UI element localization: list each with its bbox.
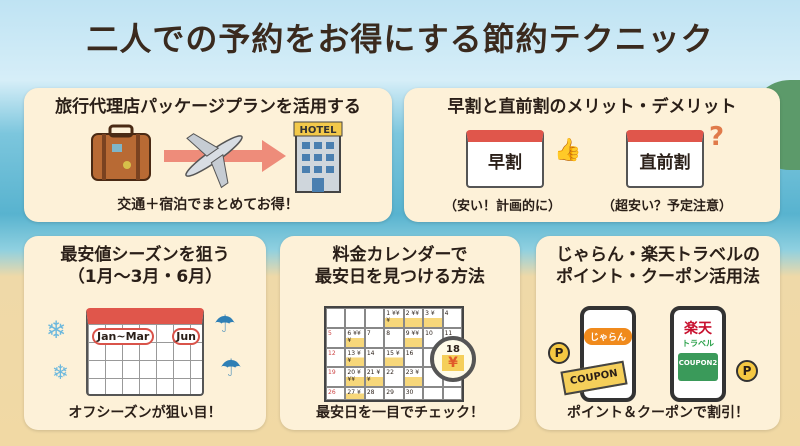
umbrella-icon: ☂: [220, 354, 242, 382]
rakuten-phone-icon: 楽天 トラベル COUPON2: [670, 306, 726, 402]
rakuten-logo: 楽天: [684, 321, 712, 337]
jun-label: Jun: [172, 328, 200, 345]
jalan-logo: じゃらん: [584, 328, 632, 345]
point-coin-icon: P: [548, 342, 570, 364]
calendar-day: [326, 308, 346, 328]
calendar-day: 2 ¥¥: [403, 308, 424, 328]
svg-text:HOTEL: HOTEL: [300, 125, 338, 136]
calendar-day: [345, 308, 365, 328]
panel-heading-2: （1月〜3月・6月）: [67, 267, 223, 287]
hotel-icon: HOTEL: [293, 121, 343, 193]
calendar-day: 14: [364, 347, 385, 368]
calendar-day: 12: [326, 347, 346, 368]
calendar-day: 30: [403, 387, 424, 400]
calendar-day: 19: [326, 367, 346, 388]
snowflake-icon: ❄: [46, 316, 67, 344]
late-caption: （超安い？予定注意）: [602, 199, 733, 214]
panel-caption: オフシーズンが狙い目！: [68, 405, 222, 421]
early-caption: （安い！計画的に）: [444, 199, 562, 214]
calendar-day: 7: [364, 327, 385, 348]
snowflake-icon: ❄: [52, 360, 69, 384]
panel-caption: 交通＋宿泊でまとめてお得！: [117, 197, 299, 213]
calendar-day: 6 ¥¥¥: [345, 327, 365, 348]
early-calendar-icon: 早割: [466, 130, 544, 188]
panel-heading-1: 最安値シーズンを狙う: [60, 245, 230, 265]
umbrella-icon: ☂: [214, 310, 236, 338]
panel-points-coupons: じゃらん・楽天トラベルの ポイント・クーポン活用法 じゃらん COUPON 楽天…: [536, 236, 780, 430]
late-calendar-icon: 直前割: [626, 130, 704, 188]
calendar-day: 29: [384, 387, 404, 400]
magnified-day: 18: [446, 344, 460, 355]
panel-caption: 最安日を一目でチェック！: [316, 405, 484, 421]
calendar-day: 8: [384, 327, 404, 348]
calendar-day: [423, 387, 443, 400]
calendar-day: 1 ¥¥¥: [384, 308, 404, 328]
thumbs-up-icon: 👍: [554, 138, 582, 163]
calendar-day: 22: [384, 367, 404, 388]
magnified-price: ¥: [442, 355, 464, 371]
rakuten-travel-logo: トラベル: [682, 339, 714, 348]
calendar-day: 26: [326, 387, 346, 400]
calendar-day: 23 ¥: [403, 367, 424, 388]
suitcase-icon: [91, 124, 151, 181]
calendar-day: 3 ¥: [423, 308, 443, 328]
late-label: 直前割: [639, 153, 691, 173]
calendar-day: 4: [442, 308, 462, 328]
coupon2-card: COUPON2: [678, 353, 718, 381]
panel-off-season: 最安値シーズンを狙う （1月〜3月・6月） Jan~Mar Jun ❄ ❄ ☂ …: [24, 236, 266, 430]
panel-heading: 早割と直前割のメリット・デメリット: [447, 97, 737, 117]
calendar-day: [442, 387, 462, 400]
calendar-day: [364, 308, 385, 328]
panel-early-late-booking: 早割と直前割のメリット・デメリット 早割 👍 直前割 ? （安い！計画的に） （…: [404, 88, 780, 222]
calendar-icon: Jan~Mar Jun: [86, 308, 204, 396]
calendar-day: 21 ¥¥: [364, 367, 385, 388]
calendar-day: 13 ¥¥: [345, 347, 365, 368]
point-coin-icon: P: [736, 360, 758, 382]
question-mark-icon: ?: [709, 122, 725, 152]
panel-heading-1: 料金カレンダーで: [332, 245, 468, 265]
airplane-icon: [185, 133, 243, 189]
travel-illustration: HOTEL: [91, 121, 343, 193]
calendar-day: 5: [326, 327, 346, 348]
panel-heading-1: じゃらん・楽天トラベルの: [556, 245, 760, 265]
magnifier-icon: 18¥: [430, 336, 476, 382]
panel-caption: ポイント＆クーポンで割引！: [567, 405, 749, 421]
jan-mar-label: Jan~Mar: [92, 328, 155, 345]
calendar-day: 9 ¥¥: [403, 327, 424, 348]
page-title: 二人での予約をお得にする節約テクニック: [86, 20, 714, 58]
early-label: 早割: [488, 153, 522, 173]
calendar-day: 16: [403, 347, 424, 368]
panel-heading: 旅行代理店パッケージプランを活用する: [55, 97, 361, 117]
panel-heading-2: ポイント・クーポン活用法: [556, 267, 760, 287]
calendar-day: 27 ¥: [345, 387, 365, 400]
panel-package-plan: 旅行代理店パッケージプランを活用する HOTEL 交通＋宿泊でまとめてお得！: [24, 88, 392, 222]
calendar-day: 15 ¥: [384, 347, 404, 368]
panel-heading-2: 最安日を見つける方法: [315, 267, 485, 287]
calendar-day: 28: [364, 387, 385, 400]
calendar-day: 20 ¥¥¥: [345, 367, 365, 388]
